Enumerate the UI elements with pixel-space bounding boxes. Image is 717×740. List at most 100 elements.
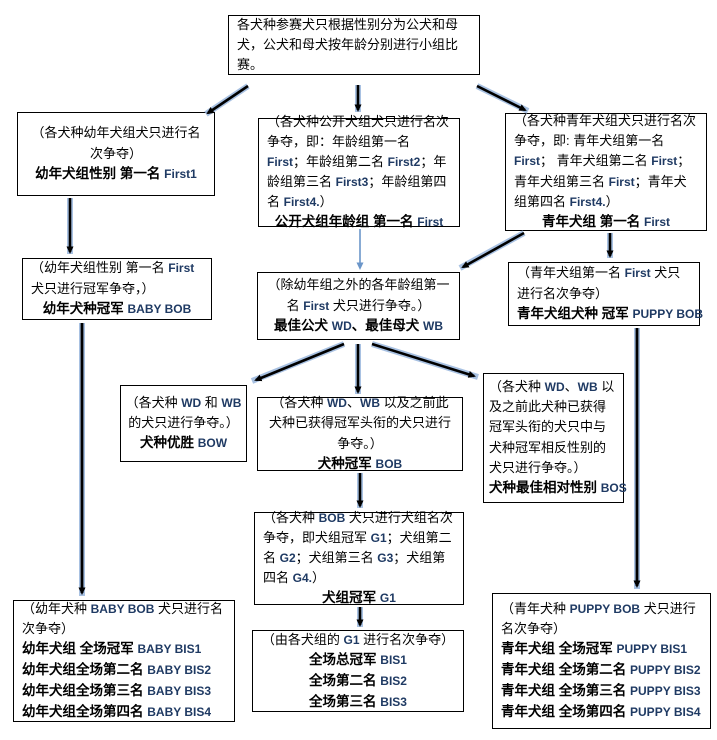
text-line: （各犬种公开犬组犬只进行名次争夺，即：年龄组第一名 First；年龄组第二名 F… xyxy=(267,112,451,213)
description-text: 青年犬组 全场冠军 xyxy=(501,641,617,657)
description-text: 的犬只进行争夺。） xyxy=(128,415,239,431)
arrow-winners-to-bow xyxy=(250,341,346,384)
award-code-text: WD xyxy=(331,318,352,333)
flowchart-box-baby-bis: （幼年犬种 BABY BOB 犬只进行名次争夺）幼年犬组 全场冠军 BABY B… xyxy=(13,600,235,722)
award-code-text: First xyxy=(608,174,635,189)
award-code-text: PUPPY BIS3 xyxy=(630,684,701,699)
description-text: 犬种最佳相对性别 xyxy=(489,479,601,495)
description-text: ） xyxy=(311,570,325,586)
text-line: 最佳公犬 WD、最佳母犬 WB xyxy=(266,316,451,337)
arrow-winners-to-bos xyxy=(371,341,479,380)
award-code-text: First xyxy=(644,214,671,229)
description-text: 犬只进行名次争夺） xyxy=(517,265,681,301)
description-text: 最佳公犬 xyxy=(273,317,332,333)
text-line: （各犬种 WD 和 WB 的犬只进行争夺。） xyxy=(125,393,242,433)
flowchart-box-baby-group-first: （各犬种幼年犬组犬只进行名次争夺） 幼年犬组性别 第一名 First1 xyxy=(17,112,215,196)
award-code-text: BABY BOB xyxy=(90,602,155,617)
description-text: 幼年犬组全场第三名 xyxy=(22,683,148,699)
text-line: （各犬种 BOB 犬只进行犬组名次争夺，即犬组冠军 G1；犬组第二名 G2；犬组… xyxy=(263,508,455,589)
text-line: （除幼年组之外的各年龄组第一名 First 犬只进行争夺。） xyxy=(266,275,451,315)
description-text: （各犬种 xyxy=(263,509,319,525)
description-text: ； 青年犬组第二名 xyxy=(540,153,652,169)
award-code-text: G1 xyxy=(370,530,387,545)
award-code-text: WB xyxy=(221,395,242,410)
description-text: 进行名次争夺） xyxy=(359,631,455,647)
description-text: （青年犬组第一名 xyxy=(517,265,625,281)
text-line: （青年犬组第一名 First 犬只进行名次争夺） xyxy=(517,263,691,303)
award-code-text: BOW xyxy=(197,436,228,451)
award-code-text: WB xyxy=(360,396,380,411)
description-text: 、 xyxy=(564,379,578,395)
description-text: （各犬种 xyxy=(489,379,545,395)
text-line: 犬组冠军 G1 xyxy=(263,588,455,609)
description-text: 青年犬组 全场第二名 xyxy=(501,662,631,678)
award-code-text: G2 xyxy=(279,551,296,566)
award-code-text: PUPPY BIS4 xyxy=(630,705,701,720)
description-text: （幼年犬组性别 第一名 xyxy=(31,260,169,276)
award-code-text: WB xyxy=(577,380,598,395)
award-code-text: BOS xyxy=(600,480,627,495)
award-code-text: First2 xyxy=(387,154,421,169)
text-line: （各犬种青年犬组犬只进行名次争夺，即: 青年犬组第一名 First； 青年犬组第… xyxy=(514,111,698,212)
text-line: 青年犬组 全场第四名 PUPPY BIS4 xyxy=(501,702,702,723)
award-code-text: First xyxy=(267,154,294,169)
text-line: 各犬种参赛犬只根据性别分为公犬和母犬，公犬和母犬按年龄分别进行小组比赛。 xyxy=(237,15,471,75)
text-line: （幼年犬组性别 第一名 First 犬只进行冠军争夺，） xyxy=(31,258,203,298)
description-text: 青年犬组 全场第四名 xyxy=(501,704,631,720)
text-line: 公开犬组年龄组 第一名 First xyxy=(267,212,451,233)
award-code-text: PUPPY BIS1 xyxy=(616,642,687,657)
award-code-text: G1 xyxy=(379,591,396,606)
description-text: 全场总冠军 xyxy=(309,651,381,667)
description-text: 犬只进行名次争夺） xyxy=(22,601,224,637)
description-text: ） xyxy=(319,194,333,210)
text-line: 犬种最佳相对性别 BOS xyxy=(489,478,627,499)
description-text: （各犬种 xyxy=(271,395,327,411)
award-code-text: First4. xyxy=(569,194,606,209)
award-code-text: First xyxy=(624,266,651,281)
description-text: 犬种冠军 xyxy=(317,455,376,471)
award-code-text: WB xyxy=(423,318,444,333)
description-text: 青年犬组犬种 冠军 xyxy=(517,305,633,321)
arrow-intro-to-puppy-group xyxy=(475,83,530,114)
description-text: 犬只进行犬组名次争夺，即犬组冠军 xyxy=(263,509,453,545)
text-line: 全场总冠军 BIS1 xyxy=(261,650,455,671)
flowchart-box-puppy-bis: （青年犬种 PUPPY BOB 犬只进行名次争夺）青年犬组 全场冠军 PUPPY… xyxy=(492,593,711,729)
flowchart-box-group-first-g1: （各犬种 BOB 犬只进行犬组名次争夺，即犬组冠军 G1；犬组第二名 G2；犬组… xyxy=(254,510,464,605)
award-code-text: G3 xyxy=(377,551,394,566)
award-code-text: First xyxy=(168,261,195,276)
award-code-text: BIS3 xyxy=(380,694,407,709)
text-line: 犬种冠军 BOB xyxy=(266,454,454,475)
award-code-text: BIS2 xyxy=(380,673,407,688)
description-text: 幼年犬组性别 第一名 xyxy=(35,165,165,181)
description-text: 青年犬组 第一名 xyxy=(541,213,644,229)
description-text: ；年龄组第三名 xyxy=(267,153,447,190)
description-text: 、最佳母犬 xyxy=(351,317,424,333)
text-line: 幼年犬组 全场冠军 BABY BIS1 xyxy=(22,639,226,660)
award-code-text: First xyxy=(417,215,444,230)
award-code-text: BABY BIS1 xyxy=(137,642,202,657)
text-line: 全场第二名 BIS2 xyxy=(261,671,455,692)
description-text: ；青年犬组第三名 xyxy=(514,153,691,189)
description-text: 幼年犬种冠军 xyxy=(42,300,128,316)
award-code-text: BOB xyxy=(375,456,403,471)
description-text: ；青年犬组第四名 xyxy=(514,173,687,209)
description-text: （由各犬组的 xyxy=(261,631,344,647)
description-text: 各犬种参赛犬只根据性别分为公犬和母犬，公犬和母犬按年龄分别进行小组比赛。 xyxy=(237,16,459,73)
text-line: 幼年犬组全场第四名 BABY BIS4 xyxy=(22,702,226,723)
text-line: 青年犬组 全场第三名 PUPPY BIS3 xyxy=(501,681,702,702)
award-code-text: First xyxy=(303,298,330,313)
description-text: （各犬种幼年犬组犬只进行名次争夺） xyxy=(31,125,201,161)
award-code-text: First1 xyxy=(164,166,197,181)
description-text: 犬只进行争夺。） xyxy=(329,297,431,313)
flowchart-box-baby-bob: （幼年犬组性别 第一名 First 犬只进行冠军争夺，）幼年犬种冠军 BABY … xyxy=(22,258,212,320)
flowchart-box-bob: （各犬种 WD、WB 以及之前此犬种已获得冠军头衔的犬只进行争夺。）犬种冠军 B… xyxy=(257,395,463,471)
description-text: 公开犬组年龄组 第一名 xyxy=(274,214,418,230)
description-text: （青年犬种 xyxy=(501,601,570,617)
description-text: ） xyxy=(605,193,619,209)
award-code-text: WD xyxy=(181,395,202,410)
award-code-text: First4. xyxy=(283,195,320,210)
description-text: ；犬组第四名 xyxy=(263,550,446,586)
description-text: 青年犬组 全场第三名 xyxy=(501,683,631,699)
